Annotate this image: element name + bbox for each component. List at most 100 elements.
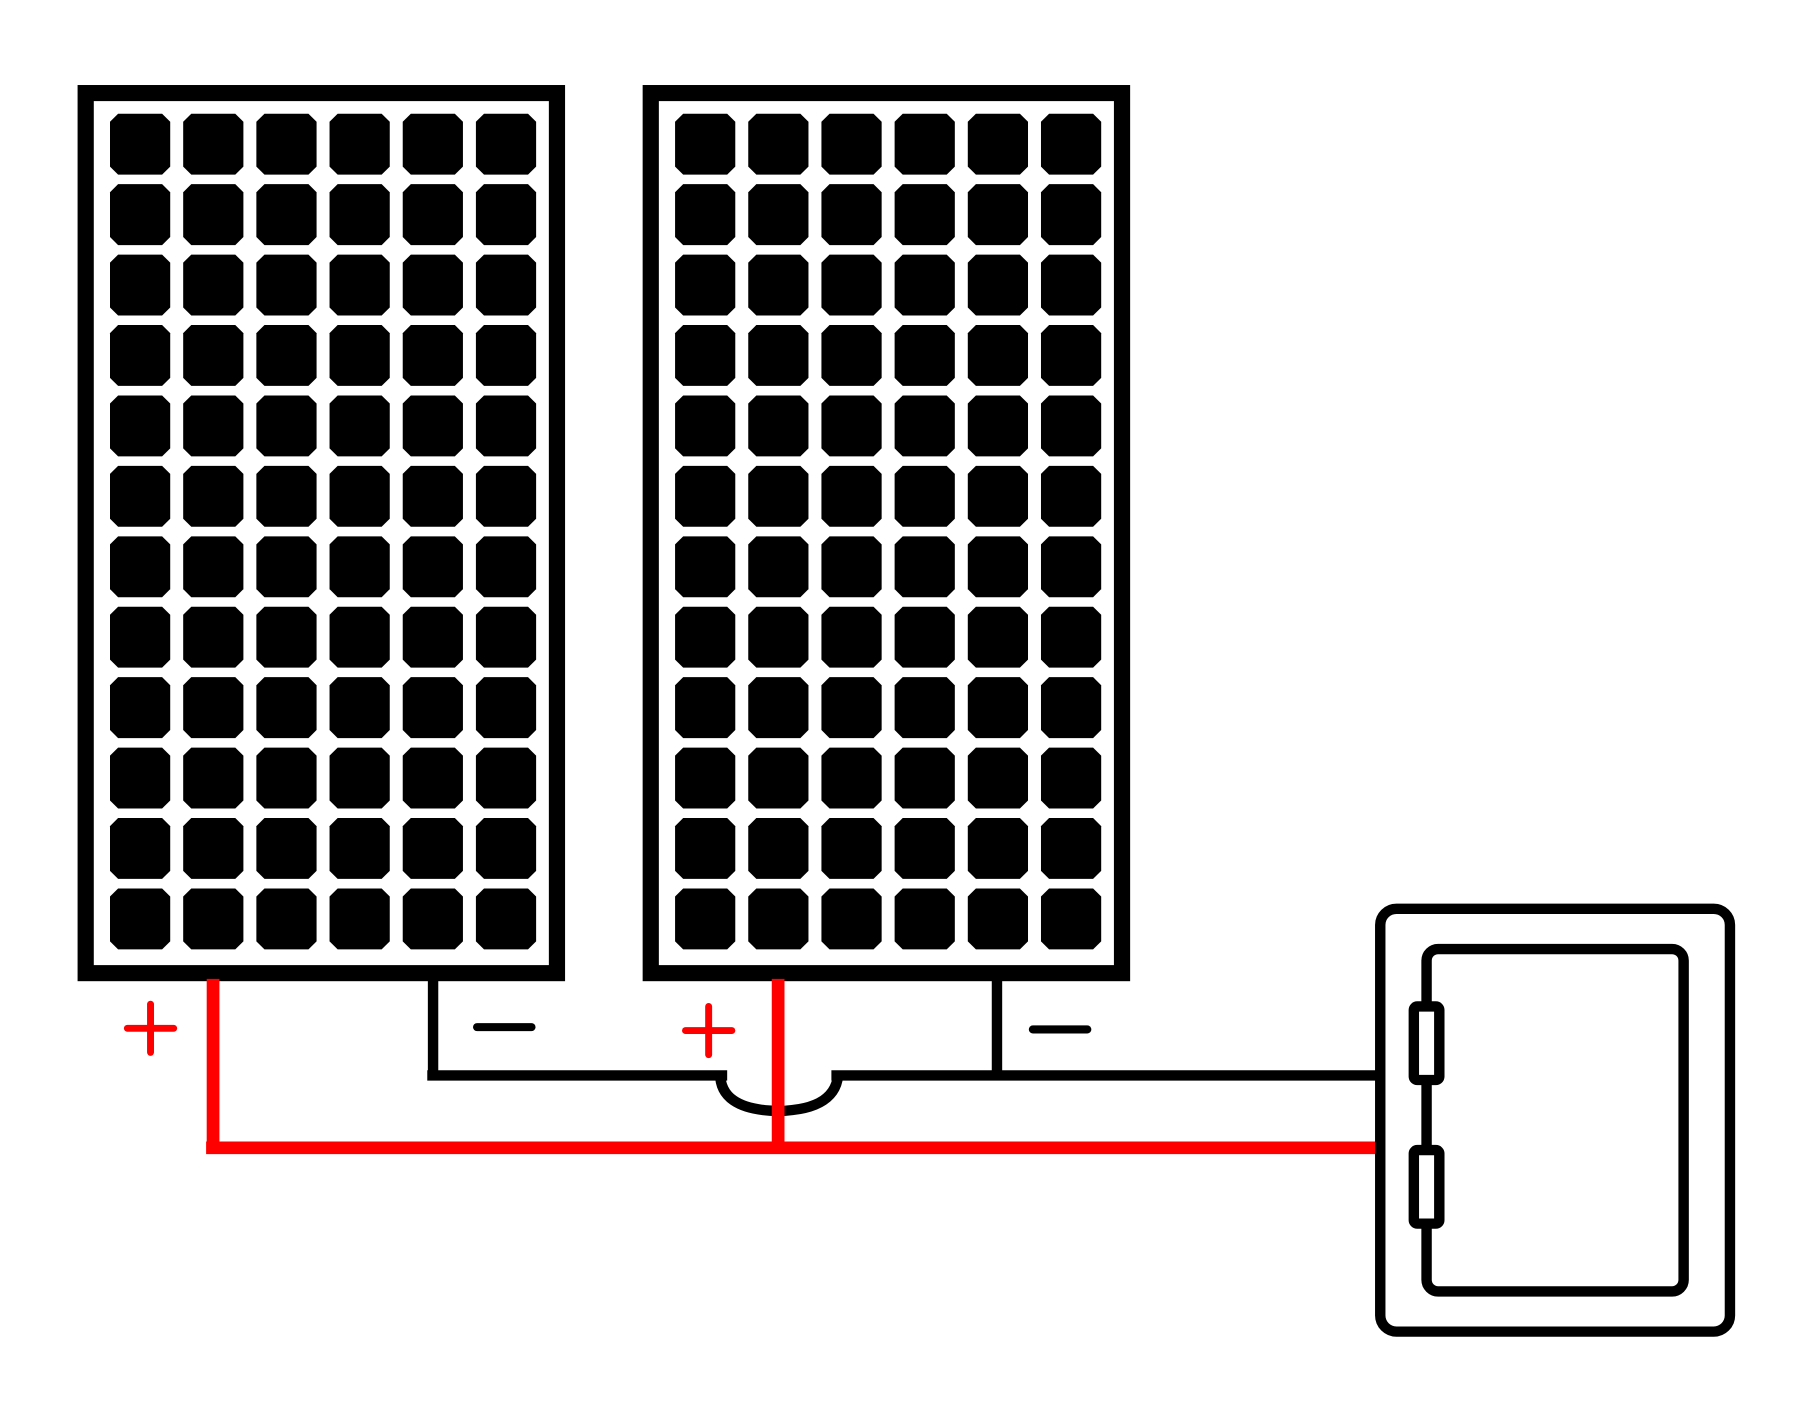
solar-cell <box>329 395 390 457</box>
solar-cell <box>256 254 317 316</box>
solar-cell <box>402 888 463 950</box>
negative-wiring <box>427 978 1381 1117</box>
solar-cell <box>894 677 955 739</box>
solar-cell <box>675 747 736 809</box>
solar-cell <box>402 677 463 739</box>
solar-cell <box>183 888 244 950</box>
solar-cell <box>1040 113 1102 175</box>
solar-cell <box>402 254 463 316</box>
solar-cell <box>110 606 171 668</box>
panel1-plus-icon <box>123 1000 178 1056</box>
solar-cell <box>675 113 736 175</box>
solar-cell <box>967 113 1029 175</box>
solar-cell <box>256 747 317 809</box>
solar-cell <box>967 395 1029 457</box>
solar-cell <box>256 818 317 879</box>
solar-cell <box>110 677 171 739</box>
solar-cell <box>1040 184 1102 246</box>
solar-cell <box>256 465 317 527</box>
solar-cell <box>1040 677 1102 739</box>
solar-cell <box>821 677 882 739</box>
solar-cell <box>475 888 537 950</box>
solar-cell <box>475 113 537 175</box>
solar-cell <box>475 465 537 527</box>
solar-cell <box>894 254 955 316</box>
solar-cell <box>183 747 244 809</box>
solar-cell <box>402 325 463 386</box>
solar-cell <box>402 606 463 668</box>
solar-cell <box>402 395 463 457</box>
solar-cell <box>256 888 317 950</box>
solar-cell <box>748 818 809 879</box>
solar-cell <box>183 536 244 598</box>
solar-cell <box>475 325 537 386</box>
solar-cell <box>329 184 390 246</box>
solar-cell <box>329 888 390 950</box>
solar-cell <box>821 325 882 386</box>
solar-cell <box>475 395 537 457</box>
solar-cell <box>110 536 171 598</box>
solar-cell <box>748 325 809 386</box>
panel2-plus-icon <box>682 1003 736 1059</box>
solar-cell <box>110 888 171 950</box>
solar-cell <box>110 395 171 457</box>
solar-cell <box>256 325 317 386</box>
fuse-icon <box>1408 1144 1445 1229</box>
solar-cell <box>183 465 244 527</box>
solar-cell <box>1040 536 1102 598</box>
solar-cell <box>475 536 537 598</box>
solar-cell <box>675 818 736 879</box>
positive-wiring <box>206 978 1381 1155</box>
solar-cell <box>748 747 809 809</box>
solar-panel-2 <box>642 85 1131 982</box>
solar-cell <box>748 465 809 527</box>
solar-cell <box>475 184 537 246</box>
solar-cell <box>110 747 171 809</box>
solar-cell <box>821 113 882 175</box>
solar-cell <box>183 325 244 386</box>
solar-cell <box>1040 325 1102 386</box>
solar-cell <box>183 254 244 316</box>
solar-cell <box>675 677 736 739</box>
solar-cell <box>821 465 882 527</box>
combiner-box-outer <box>1375 903 1736 1337</box>
solar-cell <box>475 254 537 316</box>
solar-cell <box>1040 747 1102 809</box>
combiner-box-inner <box>1421 943 1689 1297</box>
solar-cell <box>967 818 1029 879</box>
solar-cell <box>748 606 809 668</box>
solar-cell <box>110 465 171 527</box>
solar-cell <box>894 606 955 668</box>
solar-cell <box>183 677 244 739</box>
solar-cell <box>475 818 537 879</box>
solar-cell <box>748 677 809 739</box>
solar-cell <box>183 395 244 457</box>
solar-cell <box>675 254 736 316</box>
solar-cell <box>256 677 317 739</box>
solar-cell <box>748 254 809 316</box>
solar-cell <box>402 536 463 598</box>
solar-cell <box>894 184 955 246</box>
solar-cell <box>675 395 736 457</box>
solar-cell <box>183 606 244 668</box>
solar-cell <box>821 254 882 316</box>
solar-cell <box>256 536 317 598</box>
solar-cell <box>1040 254 1102 316</box>
solar-cell <box>967 888 1029 950</box>
solar-cell <box>329 254 390 316</box>
solar-cell <box>1040 888 1102 950</box>
solar-cell <box>821 606 882 668</box>
solar-cell <box>110 818 171 879</box>
polarity-labels: + − + − <box>123 1000 1092 1059</box>
solar-cell <box>748 113 809 175</box>
solar-cell <box>967 184 1029 246</box>
solar-cell <box>110 254 171 316</box>
solar-cell <box>821 395 882 457</box>
solar-cell <box>183 113 244 175</box>
solar-cell <box>675 184 736 246</box>
solar-cell <box>748 184 809 246</box>
solar-cell <box>402 184 463 246</box>
solar-cell <box>183 184 244 246</box>
combiner-box <box>1375 903 1736 1337</box>
